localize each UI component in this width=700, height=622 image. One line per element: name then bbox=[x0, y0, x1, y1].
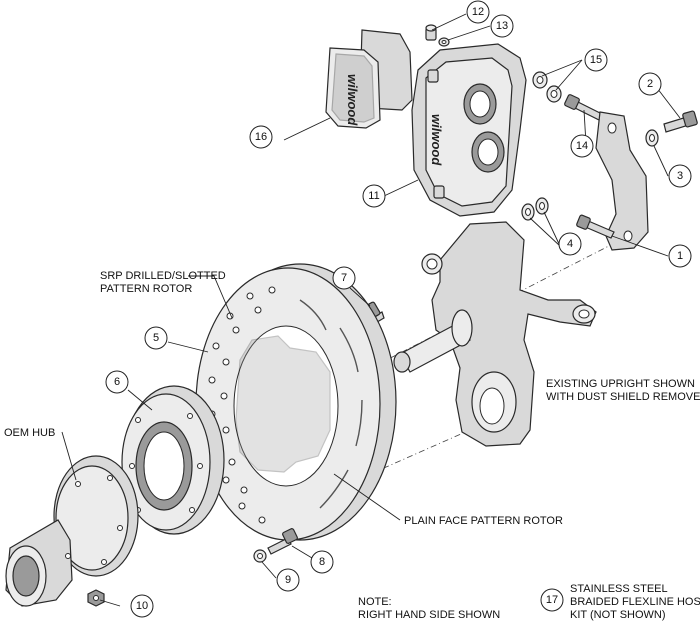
callout-8: 8 bbox=[310, 550, 334, 574]
oem-hub-label: OEM HUB bbox=[4, 427, 56, 439]
svg-text:5: 5 bbox=[153, 332, 159, 344]
callout-5: 5 bbox=[144, 326, 168, 350]
callout-2: 2 bbox=[638, 72, 662, 96]
svg-text:12: 12 bbox=[472, 6, 484, 18]
flexline-kit-label-line1: STAINLESS STEEL bbox=[570, 583, 668, 595]
callout-6: 6 bbox=[105, 370, 129, 394]
callout-7: 7 bbox=[332, 266, 356, 290]
hat-washer-icon bbox=[253, 549, 267, 563]
note-label-line2: RIGHT HAND SIDE SHOWN bbox=[358, 609, 501, 621]
svg-text:11: 11 bbox=[368, 190, 379, 202]
caliper-logo: wilwood bbox=[429, 114, 444, 166]
existing-upright-label-line1: EXISTING UPRIGHT SHOWN bbox=[546, 378, 695, 390]
svg-text:9: 9 bbox=[285, 574, 291, 586]
callout-13: 13 bbox=[490, 14, 514, 38]
nut-icon bbox=[87, 589, 105, 607]
callout-14: 14 bbox=[570, 134, 594, 158]
callout-4: 4 bbox=[558, 232, 582, 256]
callout-17: 17 bbox=[540, 588, 564, 612]
callout-3: 3 bbox=[668, 164, 692, 188]
svg-text:15: 15 bbox=[590, 54, 602, 66]
spacer-washer-icon bbox=[521, 197, 549, 221]
existing-upright-label: EXISTING UPRIGHT SHOWN WITH DUST SHIELD … bbox=[546, 378, 700, 404]
srp-rotor-label: SRP DRILLED/SLOTTED PATTERN ROTOR bbox=[100, 270, 226, 296]
svg-text:8: 8 bbox=[319, 556, 325, 568]
srp-rotor-label-line1: SRP DRILLED/SLOTTED bbox=[100, 270, 226, 282]
leader-lines bbox=[61, 13, 681, 607]
plain-face-rotor-label: PLAIN FACE PATTERN ROTOR bbox=[404, 515, 563, 527]
hub-icon bbox=[5, 455, 139, 607]
washer-icon bbox=[438, 37, 450, 47]
bracket-bolt-icon bbox=[663, 110, 698, 133]
callout-16: 16 bbox=[249, 125, 273, 149]
svg-text:7: 7 bbox=[341, 272, 347, 284]
note-label: NOTE: RIGHT HAND SIDE SHOWN bbox=[358, 596, 500, 622]
flexline-kit-label-line3: KIT (NOT SHOWN) bbox=[570, 609, 666, 621]
callout-15: 15 bbox=[584, 48, 608, 72]
note-label-line1: NOTE: bbox=[358, 596, 392, 608]
svg-text:2: 2 bbox=[647, 78, 653, 90]
existing-upright-label-line2: WITH DUST SHIELD REMOVED bbox=[546, 391, 700, 403]
svg-text:3: 3 bbox=[677, 170, 683, 182]
bracket-washer-icon bbox=[645, 129, 659, 147]
svg-text:13: 13 bbox=[496, 20, 508, 32]
svg-text:10: 10 bbox=[136, 600, 148, 612]
svg-text:16: 16 bbox=[255, 131, 267, 143]
rotor-slots bbox=[299, 299, 363, 509]
srp-rotor-label-line2: PATTERN ROTOR bbox=[100, 283, 193, 295]
caliper-icon: wilwood bbox=[411, 43, 527, 217]
bleeder-screw-icon bbox=[425, 24, 437, 41]
shim-washer-icon bbox=[532, 71, 562, 103]
svg-text:17: 17 bbox=[546, 594, 558, 606]
flexline-kit-label-line2: BRAIDED FLEXLINE HOSE bbox=[570, 596, 700, 608]
callout-9: 9 bbox=[276, 568, 300, 592]
svg-text:6: 6 bbox=[114, 376, 120, 388]
bracket-icon bbox=[595, 111, 649, 251]
lower-bracket-bolt-icon bbox=[576, 214, 615, 239]
pad-logo: wilwood bbox=[345, 74, 360, 126]
flexline-kit-label: STAINLESS STEEL BRAIDED FLEXLINE HOSE KI… bbox=[570, 583, 700, 622]
hat-bolt-icon bbox=[267, 528, 298, 555]
callout-11: 11 bbox=[362, 184, 386, 208]
spindle-icon bbox=[393, 221, 597, 447]
svg-text:1: 1 bbox=[677, 250, 683, 262]
svg-text:4: 4 bbox=[567, 238, 573, 250]
callout-12: 12 bbox=[466, 0, 490, 24]
callout-1: 1 bbox=[668, 244, 692, 268]
drill-holes bbox=[208, 286, 276, 524]
svg-text:14: 14 bbox=[576, 140, 588, 152]
brake-pad-icon: wilwood bbox=[325, 29, 413, 129]
rotor-icon bbox=[195, 263, 397, 541]
callout-10: 10 bbox=[130, 594, 154, 618]
hat-icon bbox=[121, 385, 225, 535]
